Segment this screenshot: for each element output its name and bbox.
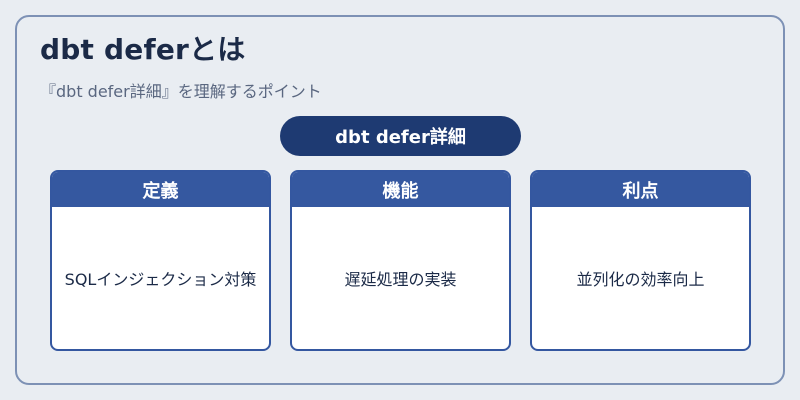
card-benefit-body: 並列化の効率向上: [532, 207, 749, 349]
card-definition-header: 定義: [52, 172, 269, 207]
card-benefit-heading: 利点: [622, 180, 659, 202]
card-definition-text: SQLインジェクション対策: [64, 270, 257, 289]
card-function-body: 遅延処理の実装: [292, 207, 509, 349]
card-function-text: 遅延処理の実装: [344, 270, 457, 289]
card-function: 機能 遅延処理の実装: [290, 170, 511, 351]
card-benefit-text: 並列化の効率向上: [576, 270, 705, 289]
page-subtitle: 『dbt defer詳細』を理解するポイント: [40, 82, 322, 101]
center-topic-pill: dbt defer詳細: [280, 116, 521, 156]
page-title: dbt deferとは: [40, 33, 246, 66]
card-definition-heading: 定義: [142, 180, 179, 202]
card-benefit-header: 利点: [532, 172, 749, 207]
card-definition: 定義 SQLインジェクション対策: [50, 170, 271, 351]
card-benefit: 利点 並列化の効率向上: [530, 170, 751, 351]
card-function-heading: 機能: [382, 180, 419, 202]
card-definition-body: SQLインジェクション対策: [52, 207, 269, 349]
card-function-header: 機能: [292, 172, 509, 207]
center-topic-label: dbt defer詳細: [335, 127, 466, 148]
